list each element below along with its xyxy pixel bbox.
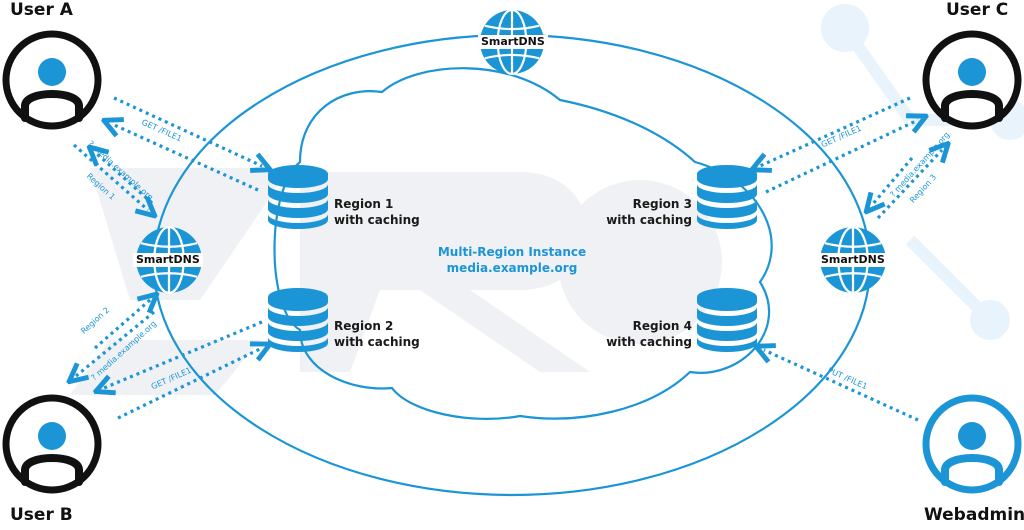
- region-4-caching: with caching: [606, 335, 692, 349]
- region-2-caching: with caching: [334, 335, 420, 349]
- region-4-name: Region 4: [632, 319, 692, 333]
- smartdns-top-label: SmartDNS: [478, 35, 548, 49]
- user-b-label: User B: [10, 505, 73, 525]
- region-1-label: Region 1 with caching: [334, 196, 420, 228]
- webadmin-icon: [926, 398, 1018, 490]
- multi-region-label: Multi-Region Instance media.example.org: [432, 244, 592, 276]
- instance-domain: media.example.org: [446, 261, 578, 275]
- user-c-label: User C: [946, 0, 1009, 20]
- user-a-icon: [6, 34, 98, 126]
- region-3-caching: with caching: [606, 213, 692, 227]
- region-1-caching: with caching: [334, 213, 420, 227]
- region-3-name: Region 3: [632, 197, 692, 211]
- smartdns-left-label: SmartDNS: [133, 253, 203, 267]
- user-b-icon: [6, 398, 98, 490]
- region-2-label: Region 2 with caching: [334, 318, 420, 350]
- database-region-4-icon: [697, 288, 757, 352]
- user-a-label: User A: [10, 0, 73, 20]
- region-3-label: Region 3 with caching: [592, 196, 692, 228]
- flow-arrows-left: [74, 96, 262, 420]
- region-2-name: Region 2: [334, 319, 394, 333]
- smartdns-right-label: SmartDNS: [818, 253, 888, 267]
- webadmin-label: Webadmin: [924, 505, 1024, 525]
- instance-title: Multi-Region Instance: [437, 245, 587, 259]
- region-1-name: Region 1: [334, 197, 394, 211]
- region-4-label: Region 4 with caching: [592, 318, 692, 350]
- flow-arrows-right: [760, 96, 942, 422]
- user-c-icon: [926, 34, 1018, 126]
